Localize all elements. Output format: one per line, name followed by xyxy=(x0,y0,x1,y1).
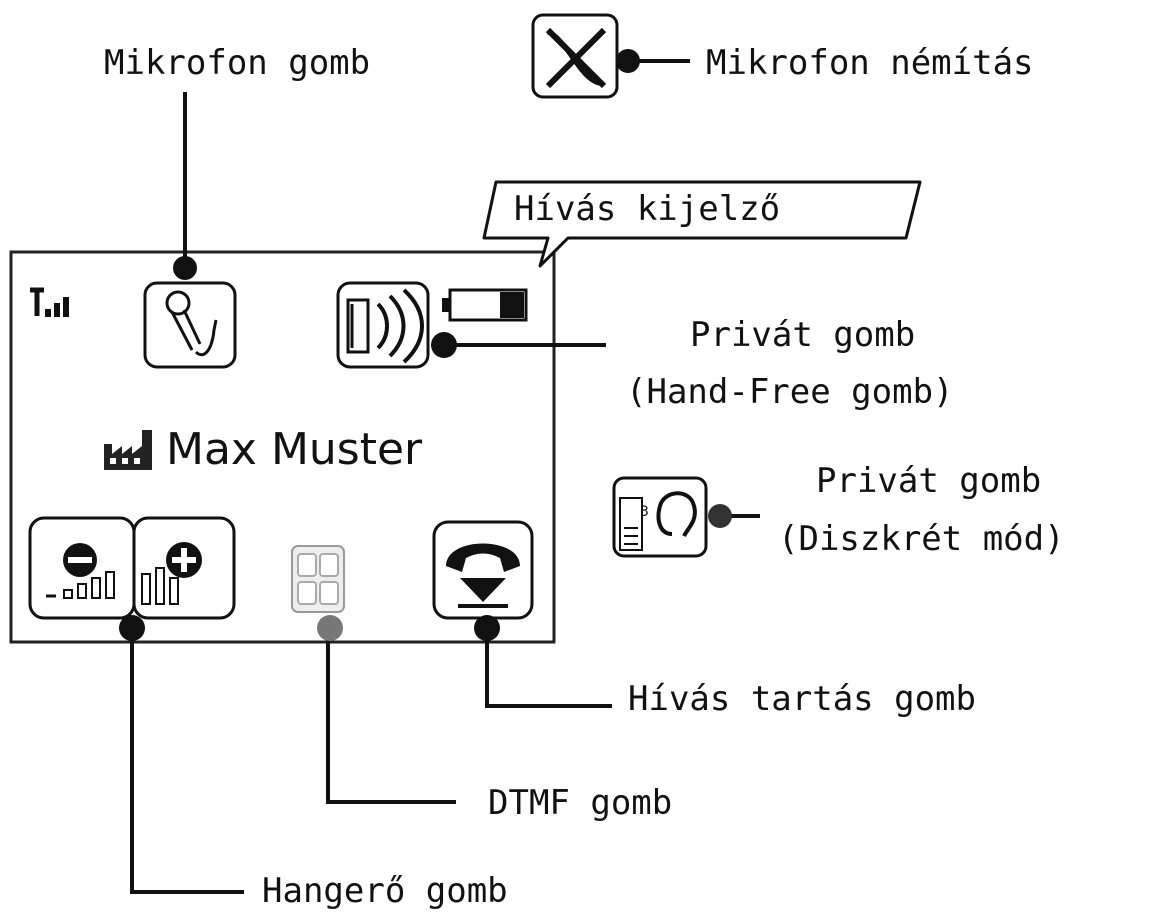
ear-icon: 3 xyxy=(612,476,708,558)
hold-button-label: Hívás tartás gomb xyxy=(628,679,976,719)
hand-free-label: (Hand-Free gomb) xyxy=(626,372,954,412)
factory-icon xyxy=(104,430,152,470)
phone-hold-icon[interactable] xyxy=(432,520,534,620)
call-display-callout xyxy=(482,180,922,268)
volume-down-icon[interactable] xyxy=(28,516,136,620)
dtmf-button-label: DTMF gomb xyxy=(488,783,673,823)
discreet-private-label: Privát gomb xyxy=(816,461,1042,501)
discreet-mode-label: (Diszkrét mód) xyxy=(778,519,1065,559)
caller-name: Max Muster xyxy=(166,424,423,475)
volume-up-icon[interactable] xyxy=(132,516,236,620)
speaker-icon[interactable] xyxy=(336,281,430,369)
leader-dots xyxy=(119,49,732,641)
svg-text:3: 3 xyxy=(640,504,649,520)
battery-icon xyxy=(442,288,528,322)
call-display-label: Hívás kijelző xyxy=(514,189,781,229)
signal-strength-icon xyxy=(30,287,69,317)
mic-button-label: Mikrofon gomb xyxy=(104,43,371,83)
volume-button-label: Hangerő gomb xyxy=(262,871,508,911)
private-button-label: Privát gomb xyxy=(690,315,916,355)
keypad-icon[interactable] xyxy=(291,545,345,613)
microphone-icon[interactable] xyxy=(143,281,237,369)
mic-mute-label: Mikrofon némítás xyxy=(706,43,1034,83)
leader-lines xyxy=(130,59,760,894)
mic-mute-icon xyxy=(531,13,619,99)
